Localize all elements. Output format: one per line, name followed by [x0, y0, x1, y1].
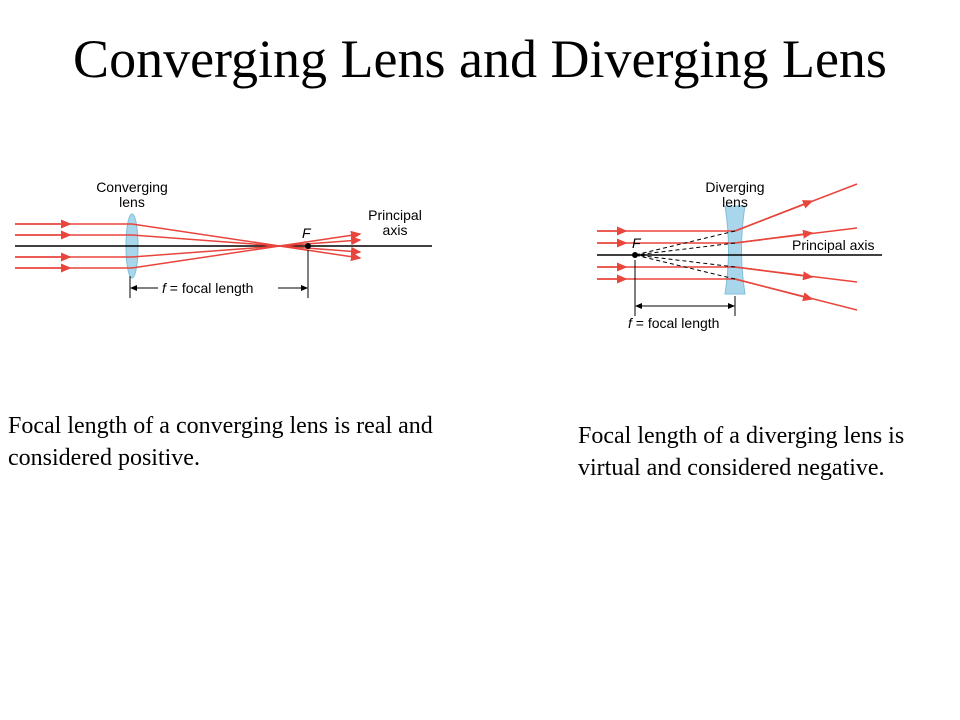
- converging-caption: Focal length of a converging lens is rea…: [8, 413, 433, 471]
- focus-label: F: [302, 225, 312, 241]
- incoming-rays: [15, 219, 132, 273]
- virtual-ray-extensions: [634, 230, 736, 280]
- axis-label-2: axis: [383, 222, 408, 238]
- lens-label-2: lens: [119, 194, 145, 210]
- diverging-caption: Focal length of a diverging lens is virt…: [578, 423, 905, 481]
- lens-label: Converging: [96, 179, 168, 195]
- refracted-rays: [734, 183, 858, 311]
- diverging-lens-diagram: F Diverging lens Principal axis f = foca…: [597, 179, 882, 331]
- axis-label: Principal: [368, 207, 422, 223]
- lens-label-2: lens: [722, 194, 748, 210]
- focal-length-label: f = focal length: [162, 280, 253, 296]
- focal-point: [305, 243, 311, 249]
- refracted-rays: [131, 223, 362, 269]
- focus-label: F: [632, 235, 642, 251]
- converging-lens-diagram: F Converging lens Principal axis f = foc…: [15, 179, 432, 298]
- focal-point: [632, 252, 638, 258]
- axis-label: Principal axis: [792, 237, 874, 253]
- focal-length-label: f = focal length: [628, 315, 719, 331]
- diverging-lens-shape: [724, 205, 746, 295]
- slide-title: Converging Lens and Diverging Lens: [73, 29, 887, 89]
- incoming-rays: [597, 226, 735, 284]
- lens-label: Diverging: [705, 179, 764, 195]
